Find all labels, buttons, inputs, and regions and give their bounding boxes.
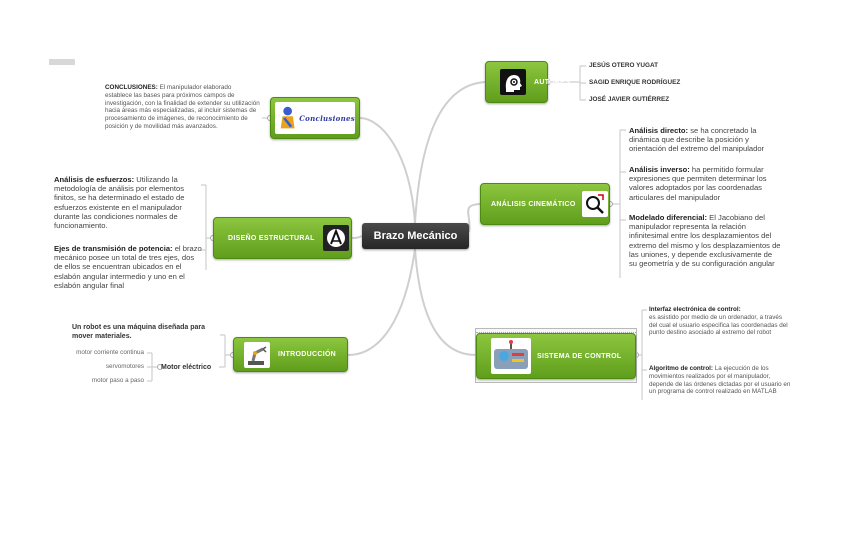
motor-leaf-1: motor corriente continua: [76, 349, 144, 356]
esfuerzos-label: Análisis de esfuerzos:: [54, 175, 135, 184]
connector-diseno: [351, 235, 363, 239]
algoritmo-label: Algoritmo de control:: [649, 365, 714, 372]
interfaz-label: Interfaz electrónica de control:: [649, 306, 741, 313]
node-analisis-cinematico[interactable]: ANÁLISIS CINEMÁTICO: [480, 183, 610, 225]
algoritmo-text: La ejecución de los movimientos realizad…: [649, 365, 791, 396]
transmision-label: Ejes de transmisión de potencia:: [54, 244, 173, 253]
central-topic[interactable]: Brazo Mecánico: [362, 223, 469, 249]
diseno-transmision-block: Ejes de transmisión de potencia: el braz…: [54, 244, 202, 290]
introduccion-robot-text: Un robot es una máquina diseñada para mo…: [72, 324, 206, 340]
directo-text: se ha concretado la dinámica que describ…: [629, 126, 765, 154]
directo-label: Análisis directo:: [629, 126, 689, 135]
node-introduccion[interactable]: INTRODUCCIÓN: [233, 337, 348, 372]
grey-tab-marker: [49, 59, 75, 65]
connector-conclusiones: [359, 117, 416, 224]
author-1: JESÚS OTERO YUGAT: [589, 62, 659, 69]
cinematico-directo-block: Análisis directo: se ha concretado la di…: [629, 126, 779, 154]
node-cinematico-label: ANÁLISIS CINEMÁTICO: [491, 200, 576, 208]
transmision-text: el brazo mecánico posee un total de tres…: [54, 244, 202, 290]
person-icon: [280, 106, 295, 129]
head-gear-icon: [500, 69, 526, 95]
cinematico-diferencial-block: Modelado diferencial: El Jacobiano del m…: [629, 213, 781, 268]
diferencial-label: Modelado diferencial:: [629, 213, 708, 222]
author-3: JOSÉ JAVIER GUTIÉRREZ: [589, 96, 670, 103]
control-panel-icon: [491, 338, 531, 374]
central-topic-label: Brazo Mecánico: [373, 230, 458, 242]
author-2: SAGID ENRIQUE RODRÍGUEZ: [589, 79, 681, 86]
node-diseno-label: DISEÑO ESTRUCTURAL: [228, 234, 315, 242]
node-autores-label: AUTORES: [534, 78, 571, 86]
cinematico-inverso-block: Análisis inverso: ha permitido formular …: [629, 165, 779, 202]
conclusiones-logo-text: Conclusiones: [299, 113, 355, 123]
robot-arm-icon: [244, 341, 270, 368]
node-introduccion-label: INTRODUCCIÓN: [278, 351, 337, 358]
sistema-algoritmo-block: Algoritmo de control: La ejecución de lo…: [649, 365, 795, 396]
connector-introduccion: [347, 248, 416, 356]
conclusiones-logo: Conclusiones: [275, 102, 355, 134]
esfuerzos-text: Utilizando la metodología de análisis po…: [54, 175, 185, 231]
connector-cinematico: [467, 203, 481, 233]
motor-leaf-2: servomotores: [105, 363, 144, 370]
node-conclusiones[interactable]: Conclusiones: [270, 97, 360, 139]
inverso-label: Análisis inverso:: [629, 165, 690, 174]
interfaz-text: es asistido por medio de un ordenador, a…: [649, 313, 788, 337]
sistema-interfaz-block: Interfaz electrónica de control:es asist…: [649, 306, 789, 337]
conclusiones-label: CONCLUSIONES:: [105, 84, 158, 91]
node-diseno-estructural[interactable]: DISEÑO ESTRUCTURAL: [213, 217, 352, 259]
conclusiones-text: El manipulador elaborado establece las b…: [105, 84, 260, 130]
node-sistema-control[interactable]: SISTEMA DE CONTROL: [476, 333, 636, 379]
motor-electrico-label: Motor eléctrico: [161, 364, 212, 371]
diseno-esfuerzos-block: Análisis de esfuerzos: Utilizando la met…: [54, 175, 202, 230]
magnifier-icon: [581, 191, 608, 217]
connector-sistema: [414, 248, 477, 356]
connector-autores: [414, 81, 486, 224]
inverso-text: ha permitido formular expresiones que pe…: [629, 165, 767, 202]
conclusiones-text-block: CONCLUSIONES: El manipulador elaborado e…: [105, 84, 260, 131]
motor-leaf-3: motor paso a paso: [91, 377, 144, 384]
node-autores[interactable]: AUTORES: [485, 61, 570, 103]
diferencial-text: El Jacobiano del manipulador representa …: [629, 213, 781, 269]
compass-icon: [322, 225, 349, 251]
node-sistema-label: SISTEMA DE CONTROL: [537, 352, 622, 360]
